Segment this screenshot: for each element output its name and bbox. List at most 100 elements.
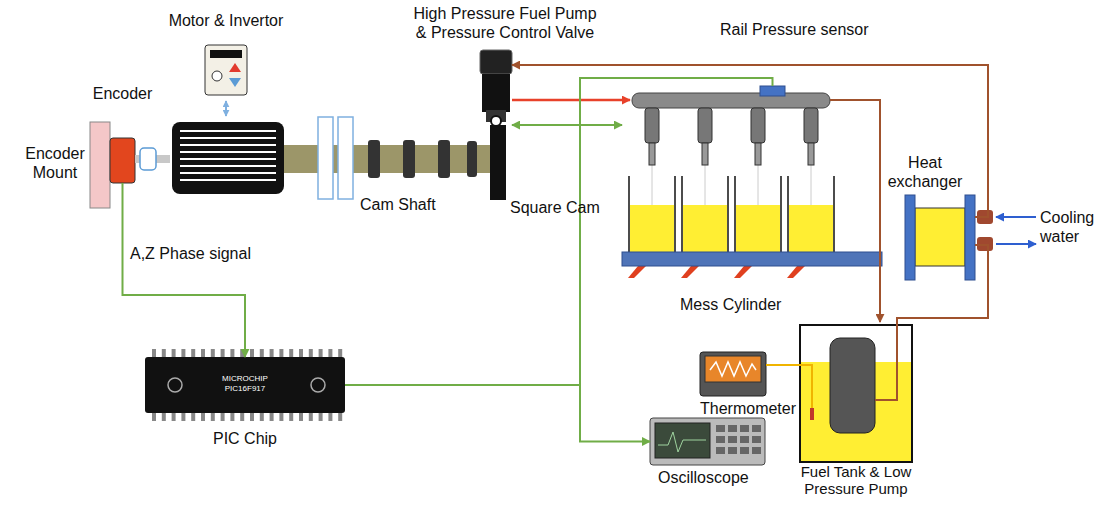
fin xyxy=(180,130,276,132)
fin xyxy=(180,137,276,139)
part-label: Encoder Mount xyxy=(24,144,86,182)
scope-trace xyxy=(658,432,706,452)
pin xyxy=(201,412,205,421)
pin xyxy=(162,412,166,421)
pin xyxy=(299,412,303,421)
encoder-mount xyxy=(90,122,110,208)
oscilloscope-body xyxy=(650,418,765,465)
button xyxy=(740,425,749,432)
signal-wire xyxy=(345,78,773,385)
pin xyxy=(270,412,274,421)
part-label: Heat exchanger xyxy=(885,153,965,191)
fuel-sample xyxy=(630,205,674,252)
part-label: Oscilloscope xyxy=(658,468,749,487)
part-label: Motor & Invertor xyxy=(145,11,307,30)
water-in xyxy=(996,216,1036,218)
pin xyxy=(181,412,185,421)
control-wire xyxy=(512,124,622,126)
fin xyxy=(180,172,276,174)
pin xyxy=(152,412,156,421)
pin xyxy=(211,349,215,358)
oscilloscope-screen xyxy=(655,423,710,458)
pin xyxy=(328,349,332,358)
part-label: Rail Pressure sensor xyxy=(720,20,869,39)
button xyxy=(728,436,737,443)
pin xyxy=(289,412,293,421)
spray xyxy=(652,165,653,205)
pin xyxy=(309,349,313,358)
fin xyxy=(180,165,276,167)
thermometer: Thermometer xyxy=(700,352,766,396)
pin xyxy=(230,412,234,421)
fuel-sample xyxy=(736,205,780,252)
spray xyxy=(758,165,759,205)
signal-wire xyxy=(123,183,246,357)
fuel-line xyxy=(897,245,988,325)
pin xyxy=(250,412,254,421)
shaft-coupling xyxy=(338,117,353,199)
part-label: PIC Chip xyxy=(205,429,285,448)
signal-label: A,Z Phase signal xyxy=(128,244,253,263)
encoder-mount: Encoder Mount xyxy=(90,122,110,208)
oscilloscope: Oscilloscope xyxy=(650,418,765,465)
square-cam xyxy=(490,125,506,200)
pin xyxy=(319,412,323,421)
pin xyxy=(211,412,215,421)
return-line xyxy=(830,100,880,322)
shaft-coupling xyxy=(318,117,333,199)
pin xyxy=(152,349,156,358)
part-label: Fuel Tank & Low Pressure Pump xyxy=(791,464,921,497)
cam-lobe xyxy=(403,140,415,178)
roller xyxy=(491,116,501,126)
exchanger-plate xyxy=(905,195,915,280)
pressure-control-valve xyxy=(480,50,512,74)
exchanger-core xyxy=(915,208,965,266)
square-cam: Square Cam xyxy=(490,125,506,200)
fuel-tank: Fuel Tank & Low Pressure Pump xyxy=(800,325,912,462)
pin xyxy=(279,412,283,421)
button xyxy=(752,436,761,443)
cylinder-wall xyxy=(628,176,630,252)
pin xyxy=(162,349,166,358)
injector-nozzle xyxy=(702,143,708,165)
button xyxy=(728,447,737,454)
cylinder-wall xyxy=(674,176,676,252)
fin xyxy=(180,158,276,160)
part-label: Mess Cylinder xyxy=(680,295,781,314)
pin xyxy=(319,349,323,358)
sensor-wire xyxy=(766,364,800,366)
motor-fins xyxy=(180,131,276,180)
pin xyxy=(230,349,234,358)
fuel-tank xyxy=(800,325,912,462)
button xyxy=(728,425,737,432)
flow-label: Cooling water xyxy=(1040,208,1098,246)
fin xyxy=(180,151,276,153)
button xyxy=(716,425,725,432)
part-label: High Pressure Fuel Pump & Pressure Contr… xyxy=(409,4,601,42)
encoder-body xyxy=(110,138,135,183)
pic-chip: MICROCHIP PIC16F917PIC Chip xyxy=(145,357,345,413)
injector-nozzle xyxy=(649,143,655,165)
pin xyxy=(172,412,176,421)
readout-trace xyxy=(710,362,756,376)
inverter xyxy=(205,45,247,95)
part-label: Encoder xyxy=(85,84,160,103)
chip-mark xyxy=(311,378,325,392)
button xyxy=(716,436,725,443)
mess-cylinder: Mess Cylinder xyxy=(622,110,846,320)
coupling xyxy=(140,148,156,170)
injector-nozzle xyxy=(755,143,761,165)
part-label: Square Cam xyxy=(510,198,600,217)
spray xyxy=(705,165,706,205)
pin xyxy=(279,349,283,358)
button xyxy=(740,436,749,443)
chip-mark xyxy=(168,378,182,392)
water-out xyxy=(996,243,1036,245)
pin xyxy=(289,349,293,358)
pin xyxy=(309,412,313,421)
cylinder-base xyxy=(622,252,882,266)
pin xyxy=(201,349,205,358)
pin xyxy=(338,412,342,421)
down-button xyxy=(229,78,241,87)
drain-valve xyxy=(734,266,752,278)
